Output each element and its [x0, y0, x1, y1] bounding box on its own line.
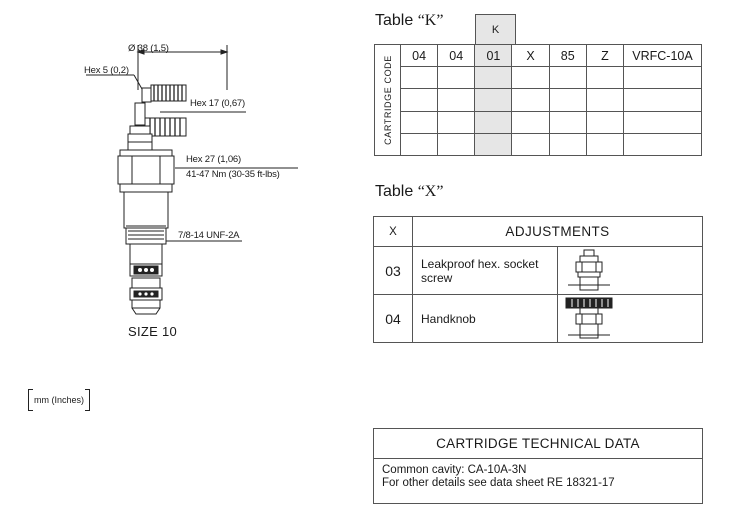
adjustment-description: Leakproof hex. socket screw: [412, 246, 558, 295]
table-k-title-prefix: Table: [375, 12, 418, 29]
table-k-blank-cell: [474, 132, 513, 157]
table-k-blank-cell: [511, 88, 550, 112]
hex5-dimension: Hex 5 (0,2): [84, 65, 129, 76]
table-k-code-cell: 01: [474, 43, 513, 68]
table-k-blank-cell: [548, 110, 587, 134]
table-k-blank-cell: [474, 88, 513, 112]
table-k-blank-cell: [474, 110, 513, 134]
table-k-blank-row: [375, 110, 702, 134]
table-k-blank-cell: [585, 66, 625, 90]
adjustment-code: 03: [373, 246, 413, 295]
technical-data-reference: For other details see data sheet RE 1832…: [382, 477, 615, 489]
diameter-dimension: Ø 38 (1,5): [128, 43, 169, 54]
valve-cartridge-illustration: [86, 45, 298, 315]
table-k-blank-cell: [548, 66, 587, 90]
table-row: 03 Leakproof hex. socket screw: [373, 246, 703, 295]
table-k-blank-cell: [437, 110, 476, 134]
table-k-blank-cell: [437, 132, 476, 157]
table-k-code-cell: X: [511, 43, 550, 68]
hex27-dimension: Hex 27 (1,06): [186, 154, 241, 165]
table-k-blank-cell: [399, 132, 439, 157]
table-k-blank-cell: [585, 88, 625, 112]
table-x: X ADJUSTMENTS 03 Leakproof hex. socket s…: [373, 216, 703, 343]
table-k-blank-cell: [474, 66, 513, 90]
technical-data-title: CARTRIDGE TECHNICAL DATA: [374, 429, 702, 459]
table-k-title-letter: “K”: [417, 12, 444, 29]
table-k-blank-row: [375, 88, 702, 112]
table-k-blank-cell: [623, 110, 702, 134]
table-k-code-cell: 04: [399, 43, 439, 68]
table-k-code-cell: VRFC-10A: [623, 43, 702, 68]
table-k-blank-cell: [399, 66, 439, 90]
size-label: SIZE 10: [128, 324, 178, 339]
table-k-side-label: CARTRIDGE CODE: [374, 44, 401, 156]
table-k-blank-row: [375, 132, 702, 157]
table-k-blank-cell: [548, 88, 587, 112]
table-k-blank-cell: [511, 132, 550, 157]
table-k-blank-cell: [585, 110, 625, 134]
table-x-header-title: ADJUSTMENTS: [412, 216, 703, 247]
hex17-dimension: Hex 17 (0,67): [190, 98, 245, 109]
table-k-blank-cell: [399, 110, 439, 134]
table-k-blank-cell: [511, 110, 550, 134]
table-x-title-prefix: Table: [375, 183, 418, 200]
hex-socket-screw-icon: [568, 249, 610, 291]
thread-spec: 7/8-14 UNF-2A: [178, 230, 240, 241]
table-x-title-letter: “X”: [417, 183, 444, 200]
table-k-blank-cell: [623, 132, 702, 157]
table-k-blank-cell: [623, 66, 702, 90]
table-k-code-cell: Z: [585, 43, 625, 68]
units-note: mm (Inches): [28, 389, 91, 411]
table-k-blank-cell: [511, 66, 550, 90]
table-k-blank-cell: [437, 88, 476, 112]
table-k-code-cell: 85: [548, 43, 587, 68]
table-k-blank-cell: [437, 66, 476, 90]
table-k-blank-cell: [585, 132, 625, 157]
handknob-icon: [565, 297, 613, 339]
table-k-side-label-text: CARTRIDGE CODE: [382, 55, 393, 145]
adjustment-image-cell: [557, 294, 703, 343]
adjustment-image-cell: [557, 246, 703, 295]
table-row: 04 Handknob: [373, 294, 703, 343]
table-k-blank-cell: [399, 88, 439, 112]
adjustment-code: 04: [373, 294, 413, 343]
adjustment-description: Handknob: [412, 294, 558, 343]
table-k-blank-row: [375, 66, 702, 90]
table-k-highlight-tab: K: [475, 14, 516, 45]
technical-data-cavity: Common cavity: CA-10A-3N: [382, 464, 527, 476]
table-x-header-row: X ADJUSTMENTS: [373, 216, 703, 247]
table-x-title: Table “X”: [375, 183, 443, 201]
table-x-header-code: X: [373, 216, 413, 247]
torque-spec: 41-47 Nm (30-35 ft-lbs): [186, 169, 280, 180]
table-k-blank-cell: [623, 88, 702, 112]
technical-data-box: CARTRIDGE TECHNICAL DATA Common cavity: …: [373, 428, 703, 504]
table-k-code-cell: 04: [437, 43, 476, 68]
table-k-title: Table “K”: [375, 12, 443, 30]
units-note-text: mm (Inches): [34, 395, 85, 405]
table-k-blank-cell: [548, 132, 587, 157]
cartridge-drawing: [60, 30, 300, 320]
